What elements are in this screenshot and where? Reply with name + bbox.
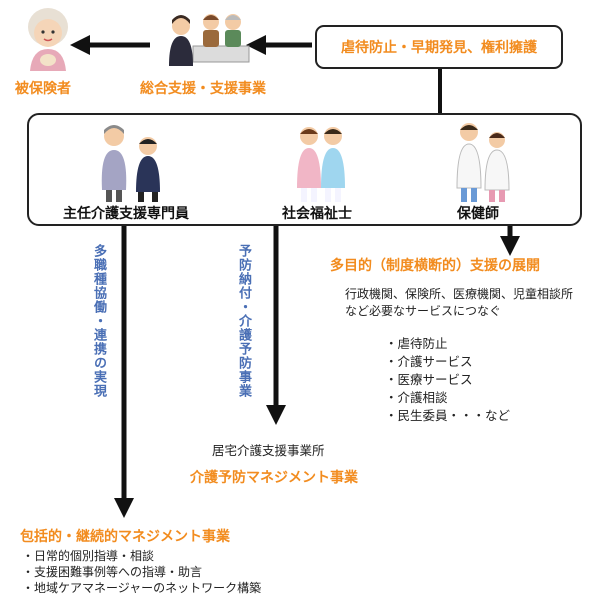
comprehensive-title: 包括的・継続的マネジメント事業 <box>20 529 230 545</box>
list-item: ・虐待防止 <box>385 336 448 351</box>
support-project-label: 総合支援・支援事業 <box>140 81 266 97</box>
list-item: ・医療サービス <box>385 372 473 387</box>
comprehensive-list: ・日常的個別指導・相談 ・支援困難事例等への指導・助言 ・地域ケアマネージャーの… <box>22 548 261 596</box>
multi-purpose-title: 多目的（制度横断的）支援の展開 <box>330 258 540 274</box>
list-item: ・日常的個別指導・相談 <box>22 549 155 563</box>
list-item: ・支援困難事例等への指導・助言 <box>22 565 203 579</box>
list-item: ・民生委員・・・など <box>385 408 511 423</box>
public-health-nurse-icon <box>456 123 510 202</box>
care-office-project-label: 介護予防マネジメント事業 <box>190 470 358 486</box>
social-worker-icon <box>297 127 345 202</box>
list-item: ・介護サービス <box>385 354 473 369</box>
multi-purpose-list: ・虐待防止 ・介護サービス ・医療サービス ・介護相談 ・民生委員・・・など <box>385 335 510 425</box>
insured-label: 被保険者 <box>15 81 71 97</box>
top-box: 虐待防止・早期発見、権利擁護 <box>315 25 563 69</box>
care-manager-icon <box>101 125 160 202</box>
prevention-project-label: 予防納付・介護予防事業 <box>236 244 251 398</box>
insured-elderly-icon <box>28 8 68 71</box>
role-public-health-nurse-label: 保健師 <box>457 206 499 222</box>
role-social-worker-label: 社会福祉士 <box>282 206 352 222</box>
multi-purpose-desc-line1: 行政機関、保険所、医療機関、児童相談所 <box>345 287 574 301</box>
professional-team-box <box>27 113 582 226</box>
consultation-meeting-icon <box>169 14 250 66</box>
list-item: ・地域ケアマネージャーのネットワーク構築 <box>22 581 262 595</box>
top-box-label: 虐待防止・早期発見、権利擁護 <box>341 40 537 56</box>
list-item: ・介護相談 <box>385 390 448 405</box>
multi-job-collaboration-label: 多職種協働・連携の実現 <box>91 244 106 398</box>
care-office-label: 居宅介護支援事業所 <box>212 443 325 458</box>
multi-purpose-desc: 行政機関、保険所、医療機関、児童相談所 など必要なサービスにつなぐ <box>345 286 573 320</box>
role-care-manager-label: 主任介護支援専門員 <box>63 206 189 222</box>
multi-purpose-desc-line2: など必要なサービスにつなぐ <box>345 304 502 318</box>
